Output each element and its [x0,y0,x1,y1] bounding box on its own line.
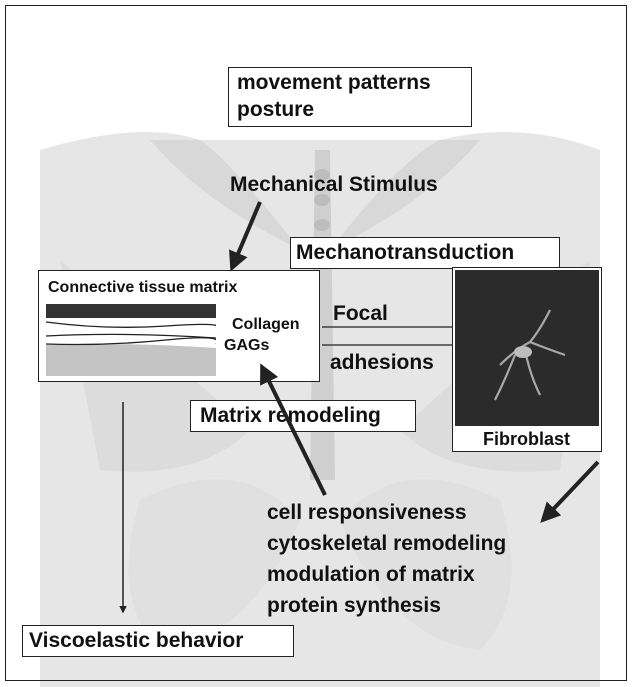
collagen-label: Collagen [232,317,300,334]
adhesions-label: adhesions [330,352,434,374]
response-line-3: modulation of matrix [267,564,475,586]
posture-label: posture [237,99,314,121]
fiber-line [46,338,216,345]
fiber-line [46,322,216,328]
mechanotransduction-label: Mechanotransduction [296,242,514,264]
focal-label: Focal [333,303,388,325]
gags-label: GAGs [224,338,269,355]
fibroblast-nucleus [514,346,532,358]
response-line-2: cytoskeletal remodeling [267,533,506,555]
fibroblast-label: Fibroblast [483,430,570,449]
matrix-remodeling-label: Matrix remodeling [200,405,381,427]
response-line-4: protein synthesis [267,595,441,617]
tissue-dense-layer [46,304,216,318]
fibroblast-micrograph [455,270,599,426]
connective-tissue-label: Connective tissue matrix [48,280,237,297]
response-line-1: cell responsiveness [267,502,467,524]
movement-patterns-label: movement patterns [237,72,431,94]
tissue-layers-illustration [46,300,216,376]
viscoelastic-label: Viscoelastic behavior [29,630,243,652]
mechanical-stimulus-label: Mechanical Stimulus [230,174,438,196]
tissue-light-layer [46,344,216,376]
